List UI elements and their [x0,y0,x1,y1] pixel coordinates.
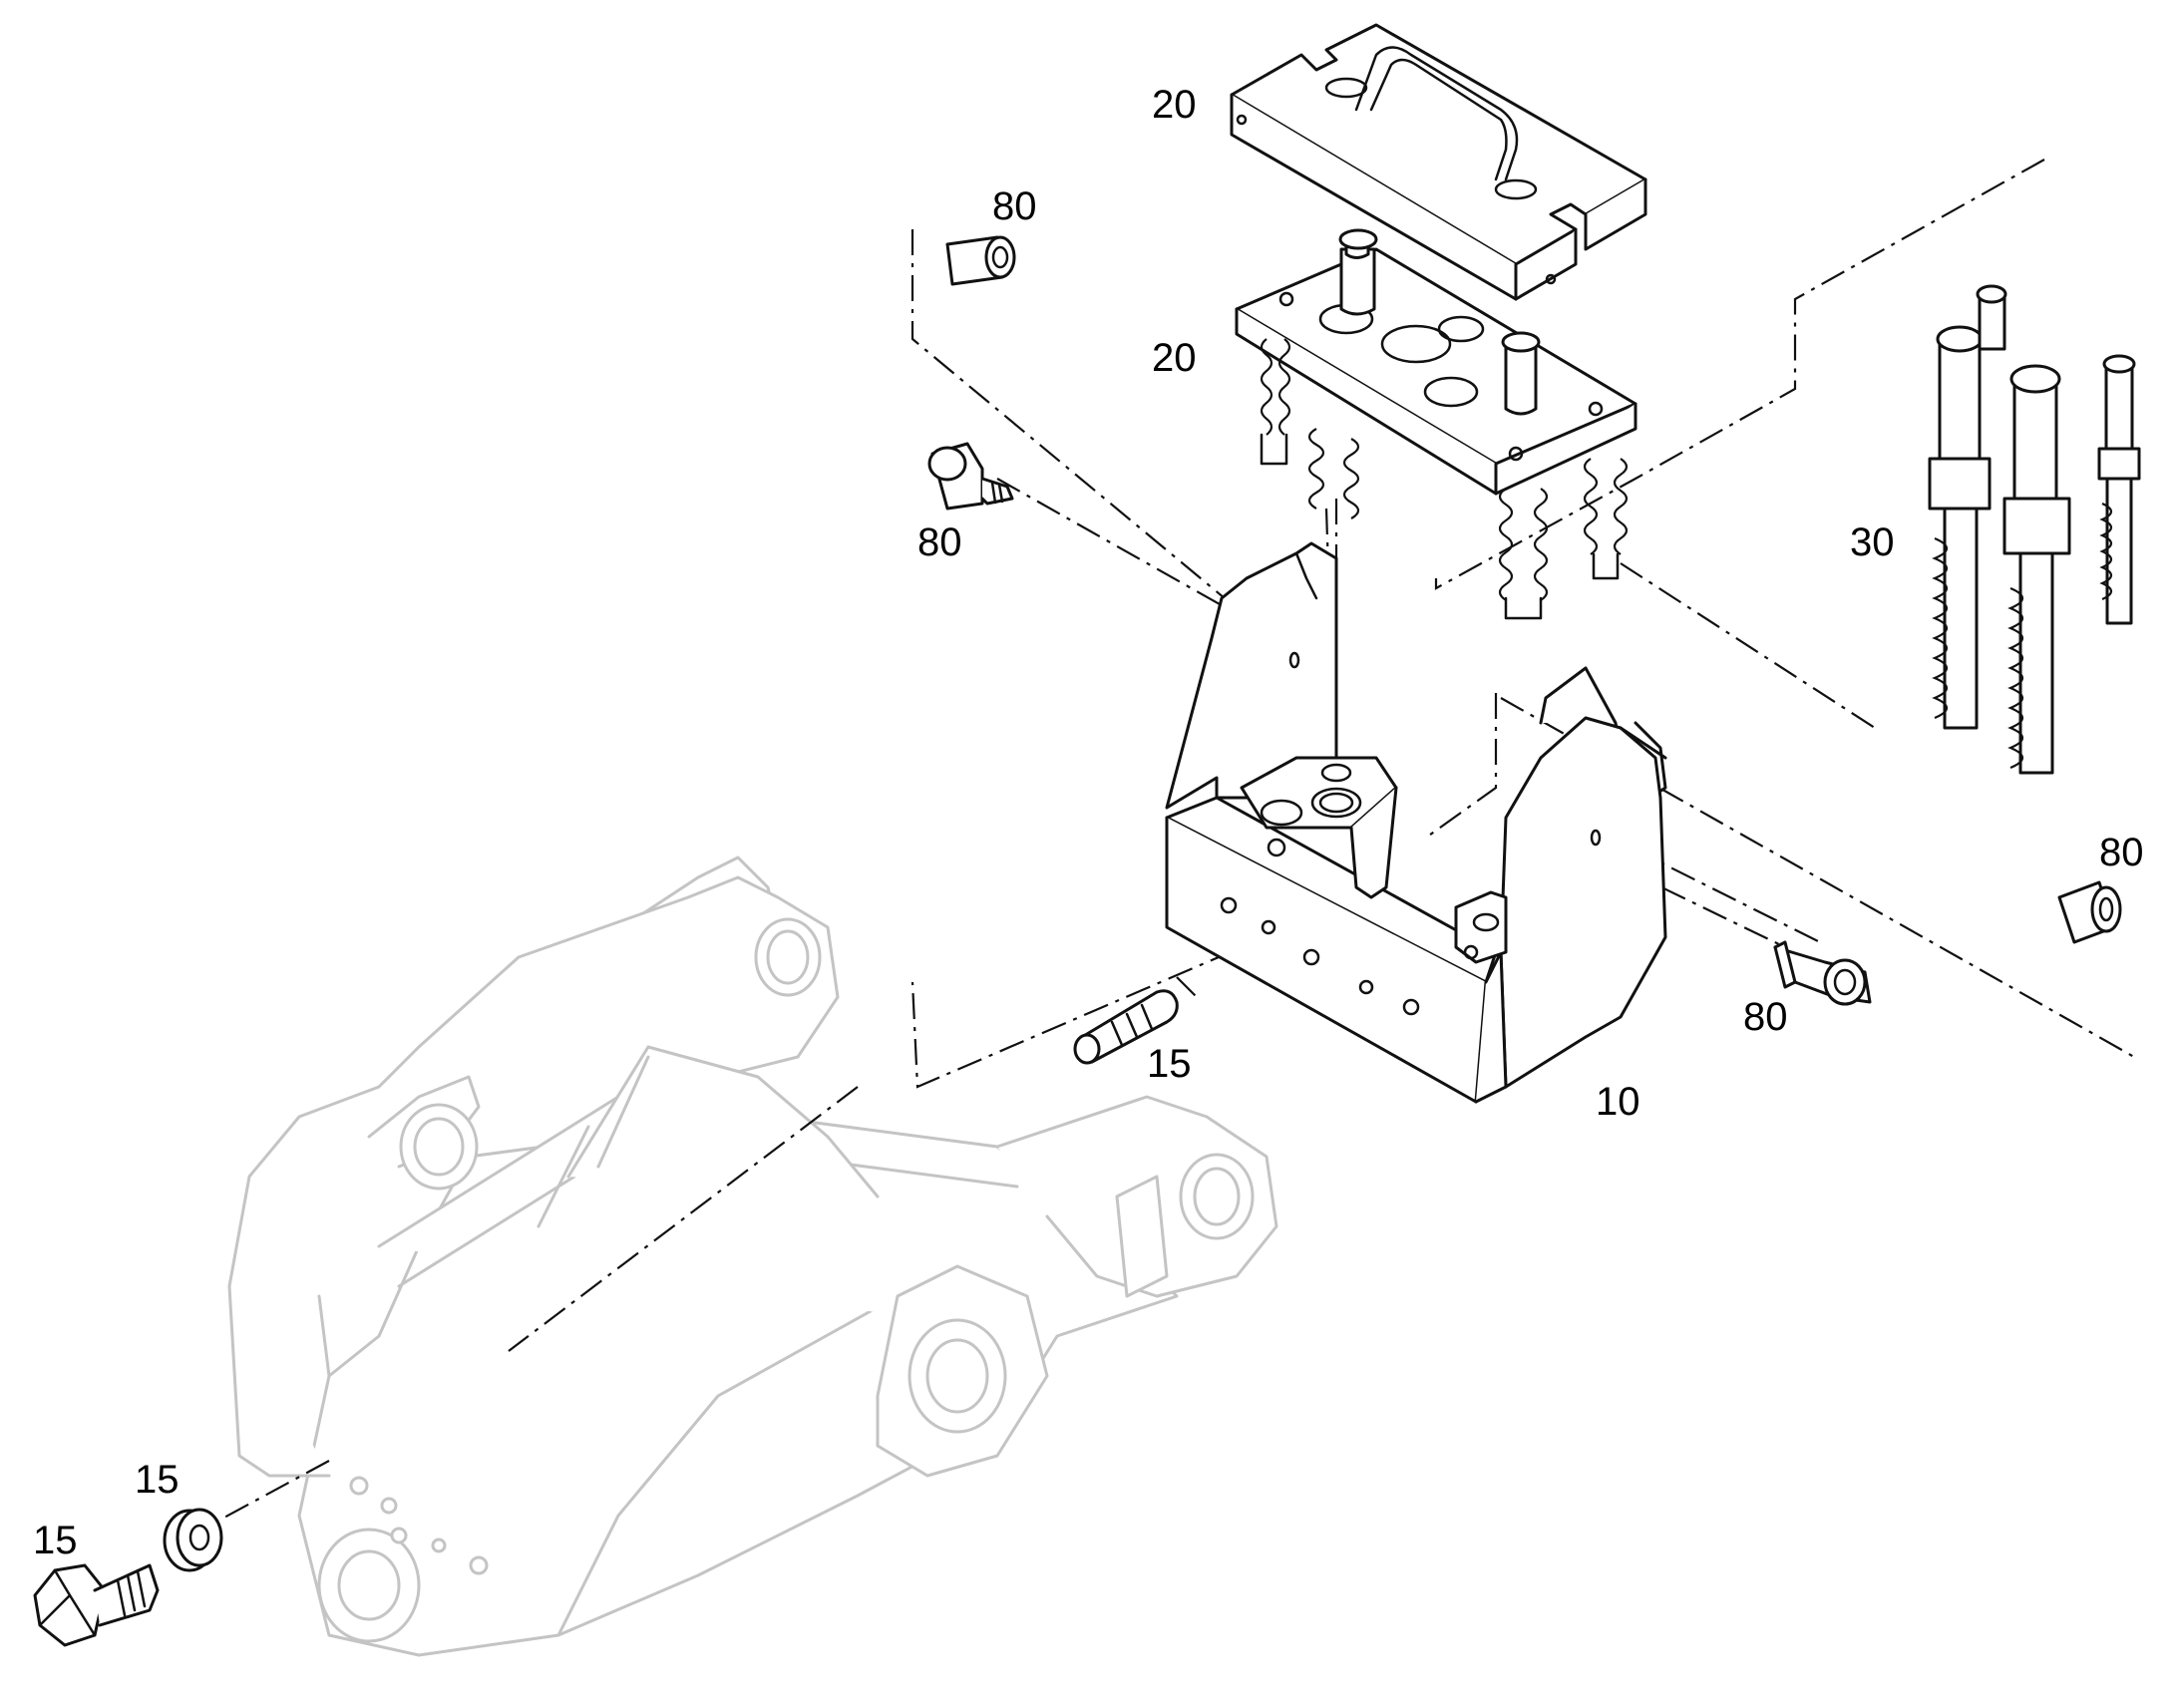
callout-20-cover-plate: 20 [1152,83,1197,127]
callout-80-screw-left: 80 [917,520,962,564]
part-80-screw-left [927,442,1014,511]
callout-80-nut-right: 80 [2099,831,2144,874]
callout-15-roll-pin: 15 [1147,1042,1192,1086]
callout-20-valve-block: 20 [1152,336,1197,380]
callout-30-hose-set: 30 [1850,520,1895,564]
callout-80-screw-right: 80 [1743,995,1788,1039]
part-15-washer [163,1508,223,1572]
coupler-frame-ghost [227,855,1278,1657]
part-80-nut-top [945,235,1016,286]
callout-labels: 20 20 80 80 30 80 80 15 10 15 15 [33,83,2144,1562]
callout-15-washer: 15 [135,1458,180,1502]
part-80-nut-right [2057,880,2122,944]
callout-80-nut-top: 80 [992,184,1037,228]
part-80-screw-right [1773,940,1872,1006]
part-15-roll-pin [1073,989,1179,1065]
part-15-bolt [33,1563,160,1647]
part-30-hose-set [1928,284,2141,775]
callout-15-bolt: 15 [33,1519,78,1562]
callout-10-valve-housing: 10 [1596,1080,1640,1124]
part-20-cover-plate [1230,23,1647,301]
part-20-valve-block [1235,228,1637,620]
part-10-valve-housing [1165,541,1667,1104]
